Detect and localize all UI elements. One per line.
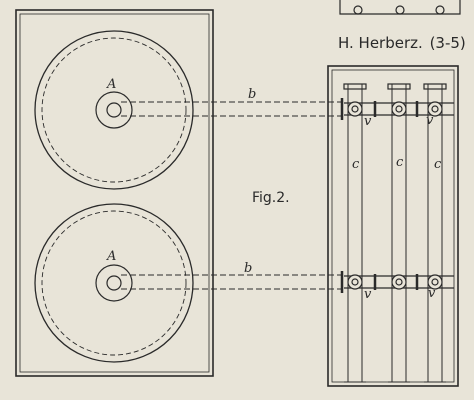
label-pipe-bottom: b bbox=[244, 261, 252, 276]
author-caption: H. Herberz. (3-5) bbox=[338, 34, 466, 52]
top-right-fragment bbox=[339, 0, 461, 15]
figure-label: Fig.2. bbox=[252, 190, 290, 206]
label-tank-bottom: A bbox=[106, 249, 116, 264]
label-valve-top-1: v bbox=[364, 114, 372, 129]
pipe-bottom bbox=[121, 274, 346, 290]
valves-top bbox=[347, 101, 443, 117]
pipe-top bbox=[121, 101, 346, 117]
vertical-pipes bbox=[347, 84, 443, 382]
label-pipe-c-3: c bbox=[434, 157, 442, 172]
label-pipe-top: b bbox=[248, 87, 256, 102]
valves-bottom bbox=[347, 274, 443, 290]
tank-bottom bbox=[34, 203, 194, 363]
label-tank-top: A bbox=[106, 77, 116, 92]
label-pipe-c-1: c bbox=[352, 157, 360, 172]
left-frame bbox=[15, 9, 214, 377]
label-valve-bottom-1: v bbox=[364, 287, 372, 302]
tank-top bbox=[34, 30, 194, 190]
label-valve-bottom-2: v bbox=[428, 286, 436, 301]
label-pipe-c-2: c bbox=[396, 155, 404, 170]
pipe-top-caps bbox=[343, 83, 447, 90]
label-valve-top-2: v bbox=[426, 113, 434, 128]
